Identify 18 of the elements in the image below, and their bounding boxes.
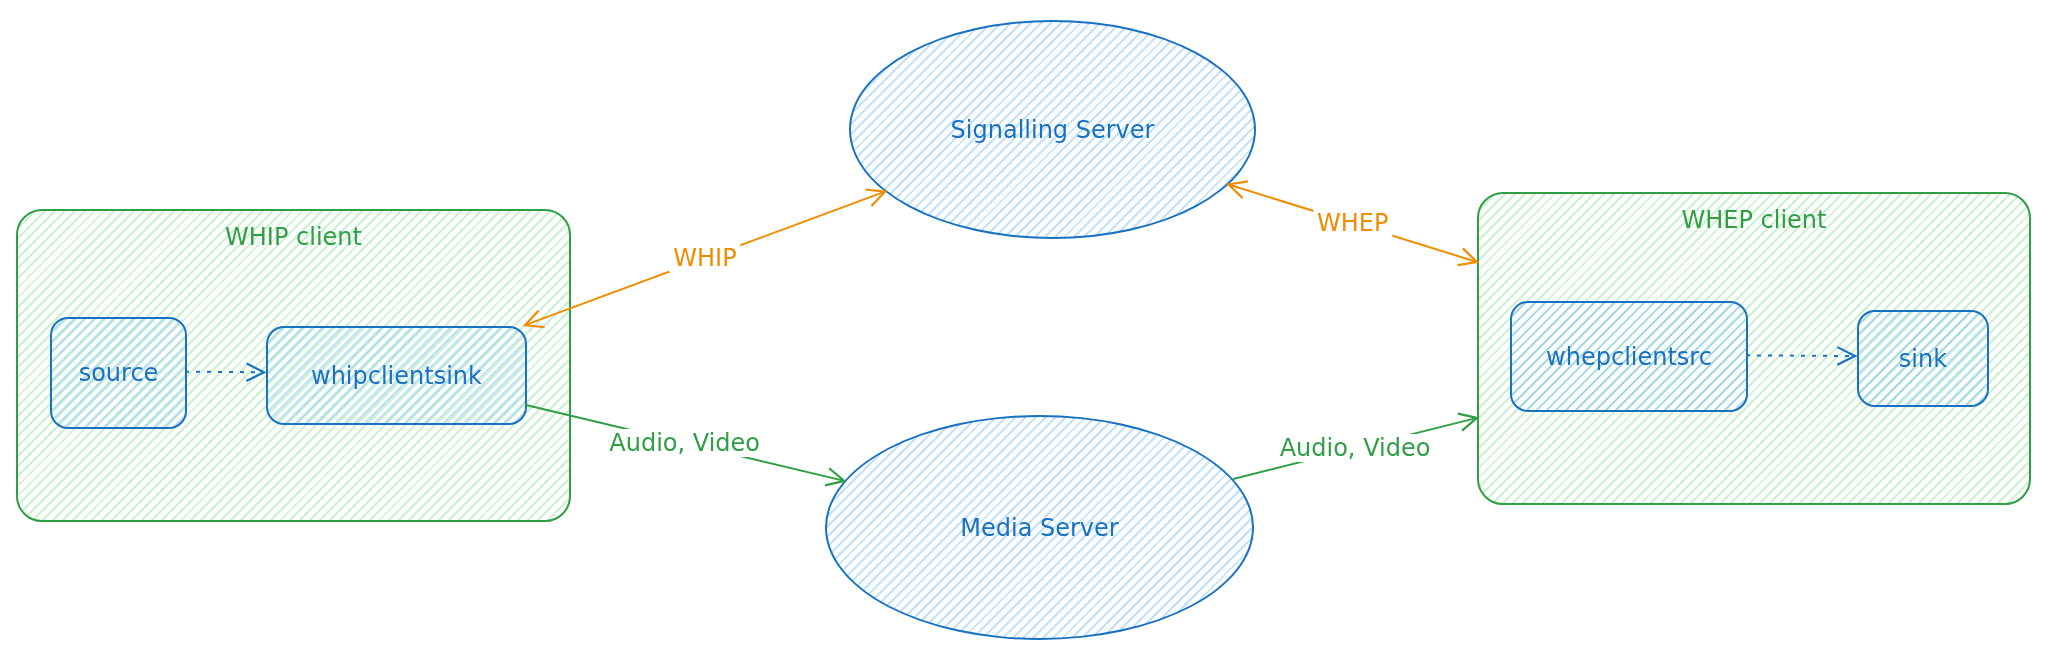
node-label: WHEP client: [1681, 206, 1827, 234]
node-label: sink: [1898, 344, 1948, 373]
node-label: Signalling Server: [950, 115, 1155, 144]
node-label: whipclientsink: [311, 361, 482, 390]
client-container: [16, 209, 571, 522]
element-box: [1510, 301, 1748, 412]
arrow: [184, 362, 266, 383]
node-label: Media Server: [960, 513, 1119, 542]
element-box: [1857, 310, 1989, 407]
client-container: [1477, 192, 2031, 505]
edge-label: WHIP: [669, 244, 741, 273]
node-label: WHIP client: [225, 223, 362, 251]
node-label: whepclientsrc: [1546, 342, 1712, 371]
element-box: [266, 326, 527, 425]
node-label: source: [78, 359, 159, 387]
arrow: [1745, 346, 1857, 366]
edge-label: WHEP: [1313, 209, 1393, 238]
element-box: [50, 317, 187, 429]
